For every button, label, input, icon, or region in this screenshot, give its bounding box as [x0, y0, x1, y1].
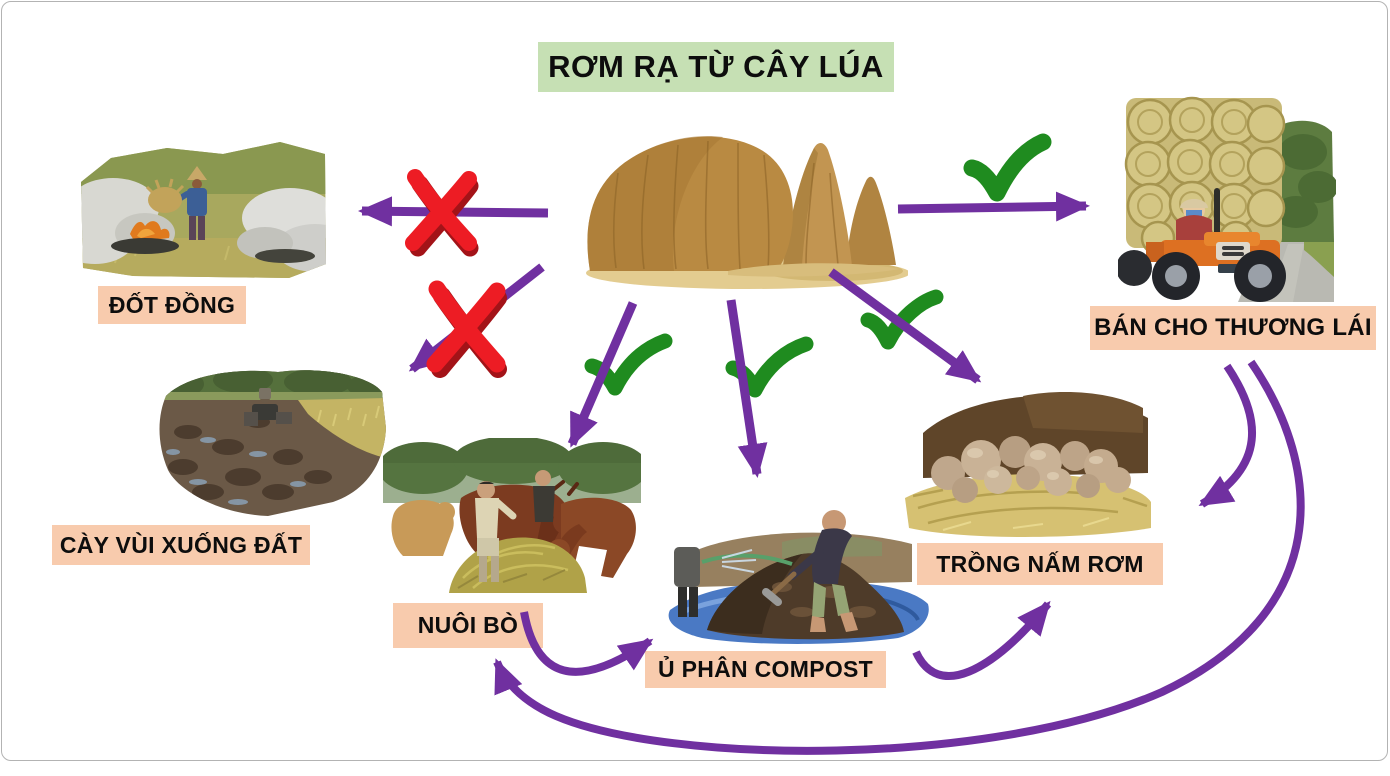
image-haystacks [578, 103, 910, 298]
image-tractor-straw-bales [1116, 92, 1338, 307]
label-trong-nam-rom: TRỒNG NẤM RƠM [917, 543, 1163, 585]
cross-mark-dot-dong [405, 169, 479, 257]
label-ban-cho-thuong-lai: BÁN CHO THƯƠNG LÁI [1090, 306, 1376, 350]
image-field-burning [75, 138, 330, 291]
label-u-phan-compost: Ủ PHÂN COMPOST [645, 651, 886, 688]
check-mark-nuoi-bo [584, 333, 673, 396]
image-cattle-feeding [378, 436, 648, 601]
image-compost-pile [662, 492, 937, 652]
arrow-to-cay-vui [408, 263, 545, 373]
cross-mark-cay-vui [426, 280, 507, 378]
arrow-ban-to-trong-nam [1198, 363, 1257, 508]
label-cay-vui-xuong-dat: CÀY VÙI XUỐNG ĐẤT [52, 525, 310, 565]
diagram-title: RƠM RẠ TỪ CÂY LÚA [538, 42, 894, 92]
arrow-to-u-phan [726, 299, 768, 478]
image-straw-mushrooms [903, 378, 1153, 551]
label-dot-dong: ĐỐT ĐỒNG [98, 286, 246, 324]
image-plowing-field [148, 362, 393, 525]
check-mark-u-phan [725, 336, 814, 398]
check-mark-trong-nam [860, 289, 944, 350]
label-nuoi-bo: NUÔI BÒ [393, 603, 543, 648]
arrow-to-dot-dong [358, 196, 549, 227]
check-mark-ban-cho-thuong-lai [963, 133, 1052, 202]
arrow-to-ban-cho-thuong-lai [897, 191, 1090, 222]
arrow-to-nuoi-bo [567, 301, 638, 448]
